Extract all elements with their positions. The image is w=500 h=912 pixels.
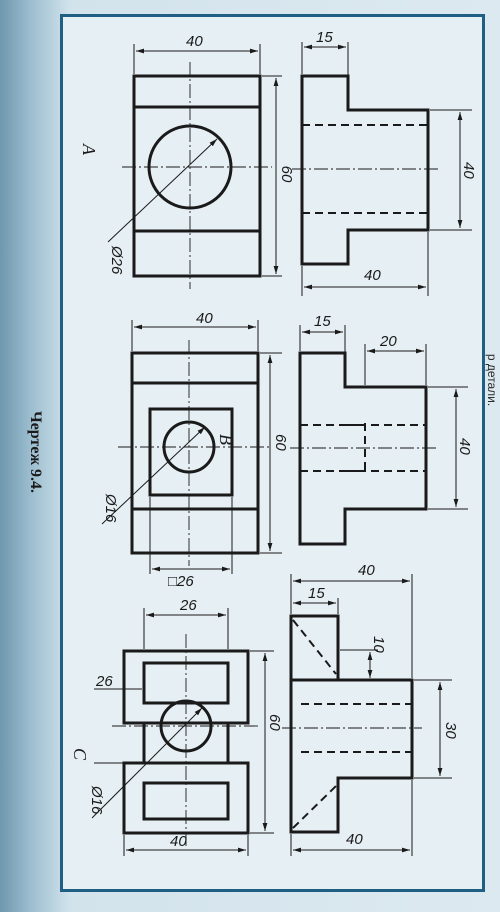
view-c-slot-height-text: 26: [95, 673, 113, 690]
view-c-depth-text: 40: [346, 831, 363, 848]
view-b-step-text: 15: [314, 313, 331, 330]
figure-caption: Чертеж 9.4.: [15, 392, 55, 512]
view-c-label: С: [70, 748, 90, 761]
view-a-side-outline: [300, 74, 430, 266]
view-c-hidden-diagonal: [292, 619, 337, 675]
view-a-label: А: [79, 143, 99, 156]
view-b-square-boss: [148, 407, 234, 497]
view-c-width-text: 40: [170, 833, 187, 850]
view-c-hole-leader: [91, 707, 203, 819]
view-c-hidden-diagonal: [292, 785, 337, 829]
view-b-front-outline: [130, 351, 260, 555]
view-c-side-outline: [289, 614, 414, 834]
view-a-step-text: 15: [316, 29, 333, 46]
view-a-front-outline: [132, 74, 262, 278]
view-a-hole-text: Ø26: [108, 245, 125, 275]
view-a-side-height-text: 40: [460, 162, 477, 179]
view-c-height-text: 60: [266, 714, 283, 731]
view-b-side-outline: [298, 351, 428, 546]
header-fragment: р детали.: [484, 290, 500, 470]
technical-drawing: 40 60 Ø26 А 15 40 40: [70, 29, 477, 856]
view-b-side-height-text: 40: [456, 438, 473, 455]
view-a-hole-leader: [107, 138, 218, 243]
caption-text: Чертеж 9.4.: [27, 410, 44, 494]
view-a: 40 60 Ø26 А 15 40 40: [79, 29, 477, 296]
view-c-slot-width-text: 26: [179, 597, 197, 614]
view-b-height-text: 60: [272, 434, 289, 451]
view-b-inner-step-text: 20: [379, 333, 397, 350]
view-b-hole-leader: [101, 426, 206, 525]
view-c: 26 26 60 40 Ø16 С 40 15: [70, 562, 459, 856]
view-b-square-text: □26: [168, 573, 194, 590]
view-c-overall-text: 40: [358, 562, 375, 579]
header-fragment-text: р детали.: [485, 353, 499, 407]
view-a-width-text: 40: [186, 33, 203, 50]
view-b-width-text: 40: [196, 310, 213, 327]
view-a-height-text: 60: [278, 166, 295, 183]
view-c-side-height-text: 30: [442, 722, 459, 739]
view-b: 40 60 □26 Ø16 В 15 20: [101, 310, 473, 590]
view-a-depth-text: 40: [364, 267, 381, 284]
view-b-hole-text: Ø16: [102, 493, 119, 523]
view-c-small-text: 10: [370, 636, 387, 653]
view-b-label: В: [216, 434, 236, 445]
view-c-step-text: 15: [308, 585, 325, 602]
view-c-hole-text: Ø16: [88, 785, 105, 815]
